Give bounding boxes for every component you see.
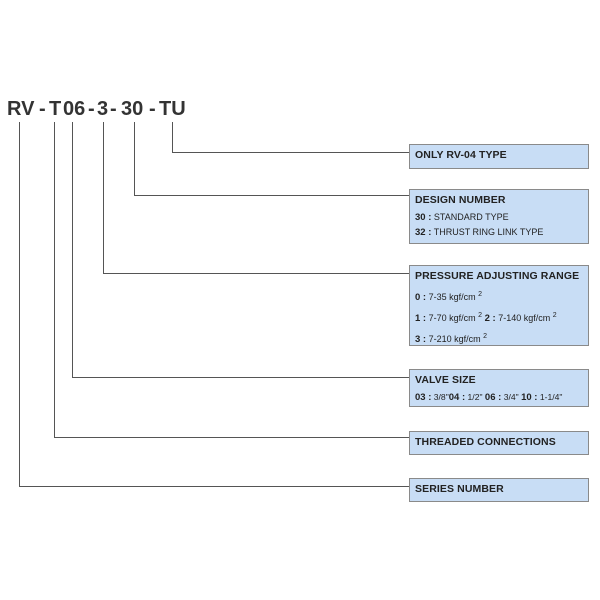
leader-threaded [54,122,409,438]
box-only-rv04-type: ONLY RV-04 TYPE [409,144,589,169]
code-pressure: 3 [97,98,109,120]
leader-valve-size [72,122,409,378]
valve-text: 1/2" [467,392,483,402]
pressure-text: 7-210 kgf/cm [428,334,481,344]
valve-size-items: 03 : 3/8"04 : 1/2" 06 : 3/4" 10 : 1-1/4" [415,390,583,405]
pressure-code: 2 : [484,313,496,324]
design-item: 30 : STANDARD TYPE [415,210,583,225]
box-threaded-connections: THREADED CONNECTIONS [409,431,589,455]
pressure-item: 1 : 7-70 kgf/cm 2 2 : 7-140 kgf/cm 2 [415,307,583,328]
pressure-sup: 2 [478,291,483,298]
valve-text: 3/4" [503,392,519,402]
valve-text: 1-1/4" [539,392,563,402]
box-title: THREADED CONNECTIONS [415,436,556,448]
box-series-number: SERIES NUMBER [409,478,589,502]
pressure-code: 0 : [415,292,427,303]
code-design: 30 [121,98,144,120]
pressure-item: 0 : 7-35 kgf/cm 2 [415,286,583,307]
box-title: SERIES NUMBER [415,483,504,495]
box-title: ONLY RV-04 TYPE [415,149,507,161]
code-dash-3: - [110,98,117,120]
valve-code: 04 : [448,392,466,403]
leader-suffix [172,122,409,153]
code-suffix: TU [159,98,186,120]
box-title: DESIGN NUMBER [415,194,506,206]
pressure-sup: 2 [478,312,483,319]
design-text: THRUST RING LINK TYPE [433,227,544,237]
pressure-code: 3 : [415,334,427,345]
pressure-sup: 2 [552,312,557,319]
box-title: VALVE SIZE [415,374,476,386]
code-dash-2: - [88,98,95,120]
valve-code: 03 : [415,392,432,403]
pressure-text: 7-140 kgf/cm [498,313,551,323]
code-series: RV [7,98,35,120]
box-design-number: DESIGN NUMBER 30 : STANDARD TYPE 32 : TH… [409,189,589,244]
leader-pressure [103,122,409,274]
design-code: 30 : [415,212,432,223]
pressure-sup: 2 [483,333,488,340]
design-text: STANDARD TYPE [433,212,509,222]
design-code: 32 : [415,227,432,238]
design-item: 32 : THRUST RING LINK TYPE [415,225,583,240]
code-dash-4: - [149,98,156,120]
pressure-item: 3 : 7-210 kgf/cm 2 [415,328,583,349]
code-size: 06 [63,98,86,120]
leader-design [134,122,409,196]
box-valve-size: VALVE SIZE 03 : 3/8"04 : 1/2" 06 : 3/4" … [409,369,589,407]
valve-code: 10 : [521,392,538,403]
box-title: PRESSURE ADJUSTING RANGE [415,270,580,282]
code-connection: T [49,98,62,120]
pressure-code: 1 : [415,313,427,324]
valve-code: 06 : [484,392,502,403]
pressure-text: 7-35 kgf/cm [428,292,476,302]
pressure-text: 7-70 kgf/cm [428,313,476,323]
box-pressure-adjusting-range: PRESSURE ADJUSTING RANGE 0 : 7-35 kgf/cm… [409,265,589,346]
valve-text: 3/8" [433,392,449,402]
leader-series [19,122,409,487]
code-dash-1: - [39,98,46,120]
